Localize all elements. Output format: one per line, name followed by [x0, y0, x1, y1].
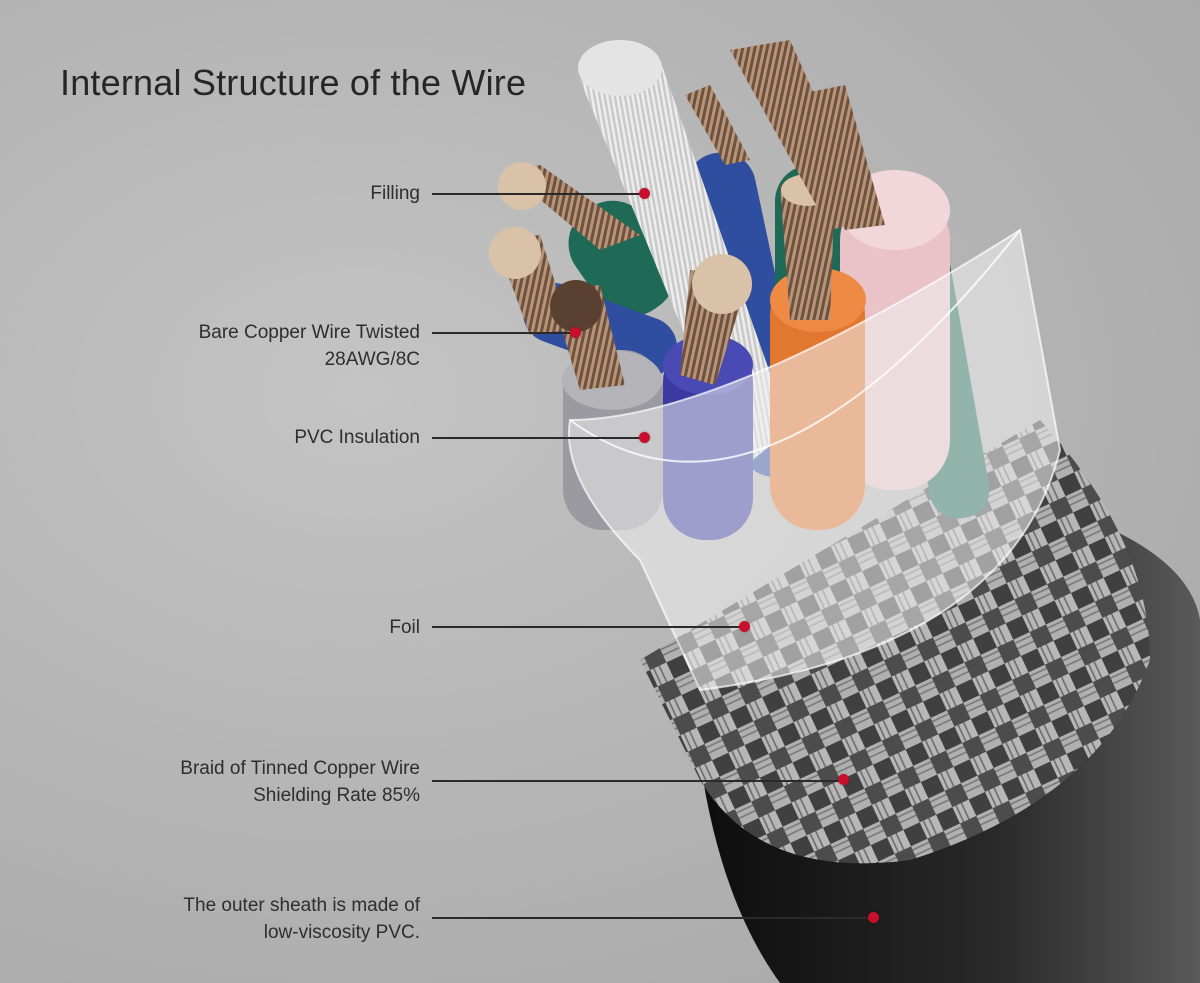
marker-dot-braid: [838, 774, 849, 785]
label-braid: Braid of Tinned Copper Wire Shielding Ra…: [180, 758, 420, 806]
marker-dot-copper: [570, 327, 581, 338]
marker-dot-sheath: [868, 912, 879, 923]
leader-pvc: [432, 437, 644, 439]
marker-dot-foil: [739, 621, 750, 632]
leader-foil: [432, 626, 744, 628]
marker-dot-pvc: [639, 432, 650, 443]
label-filling: Filling: [370, 183, 420, 204]
label-foil: Foil: [389, 617, 420, 638]
foil-layer: [567, 228, 1062, 692]
leader-braid: [432, 780, 843, 782]
label-copper: Bare Copper Wire Twisted 28AWG/8C: [198, 322, 420, 370]
leader-copper: [432, 332, 575, 334]
marker-dot-filling: [639, 188, 650, 199]
page-title: Internal Structure of the Wire: [60, 62, 527, 103]
leader-filling: [432, 193, 644, 195]
leader-sheath: [432, 917, 873, 919]
label-sheath: The outer sheath is made of low-viscosit…: [183, 895, 420, 943]
label-pvc: PVC Insulation: [294, 427, 420, 448]
copper-strands: [489, 40, 885, 390]
